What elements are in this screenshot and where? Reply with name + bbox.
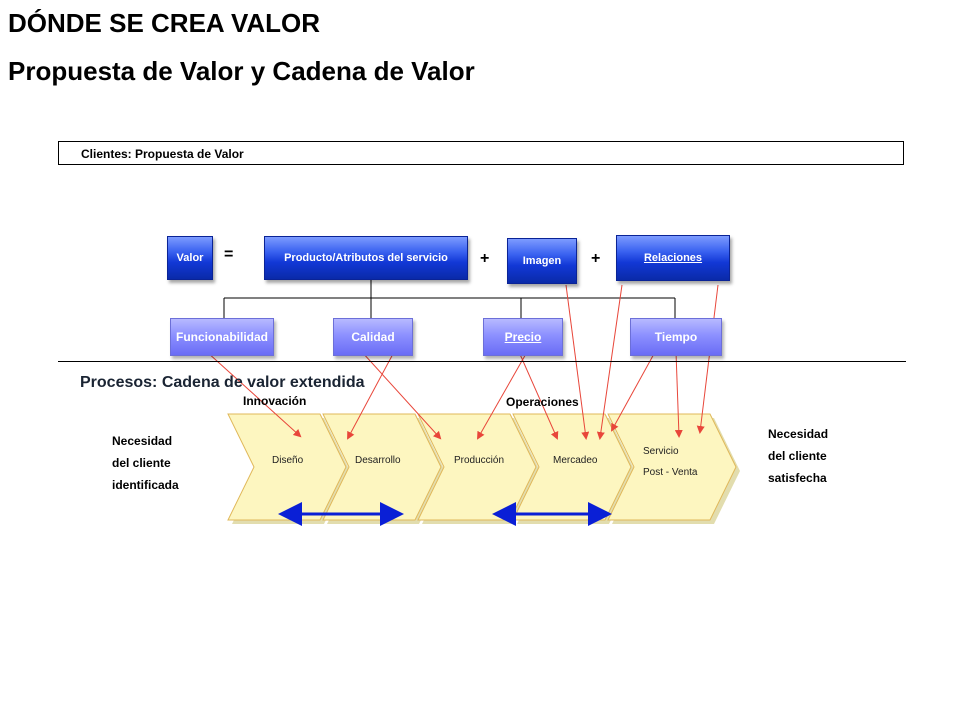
producto-box: Producto/Atributos del servicio [264,236,468,280]
attribute-tiempo: Tiempo [630,318,722,356]
chevron-diseno [227,413,347,521]
chevron-desarrollo [322,413,442,521]
page-title: DÓNDE SE CREA VALOR [8,8,321,38]
producto-label: Producto/Atributos del servicio [284,252,448,264]
imagen-label: Imagen [522,255,562,267]
phase-operaciones: Operaciones [506,395,579,409]
chevron-servicio [607,413,737,521]
attribute-label: Tiempo [654,330,698,344]
attribute-calidad: Calidad [333,318,413,356]
chain-servicio-label-1: Servicio [643,446,679,457]
red-arrows [206,284,719,440]
imagen-box: Imagen [507,238,577,284]
chain-mercadeo-label: Mercadeo [553,455,598,466]
customers-frame: Clientes: Propuesta de Valor [58,141,904,165]
need-satisfied-line: del cliente [768,449,827,463]
need-satisfied-text: Necesidad del cliente satisfecha [768,423,828,489]
attribute-precio: Precio [483,318,563,356]
need-identified-text: Necesidad del cliente identificada [112,430,179,496]
plus-sign-1: + [480,250,490,267]
chevrons [227,413,737,521]
attribute-label: Calidad [351,330,395,344]
chain-diseno-label: Diseño [272,455,304,466]
valor-label: Valor [176,252,204,264]
need-satisfied-line: Necesidad [768,427,829,441]
need-identified-line: Necesidad [112,434,173,448]
divider-line [58,361,906,362]
need-identified-line: del cliente [112,456,171,470]
plus-sign-2: + [591,250,601,267]
valor-box: Valor [167,236,213,280]
attribute-label: Precio [504,330,542,344]
chain-produccion-label: Producción [454,455,505,466]
attribute-tree-connector [223,280,676,318]
chain-desarrollo-label: Desarrollo [355,455,401,466]
attribute-funcionabilidad: Funcionabilidad [170,318,274,356]
chain-servicio-label-2: Post - Venta [643,467,698,478]
relaciones-label: Relaciones [643,252,703,264]
need-identified-line: identificada [112,478,179,492]
processes-label: Procesos: Cadena de valor extendida [80,374,365,391]
page-subtitle: Propuesta de Valor y Cadena de Valor [8,56,475,86]
relaciones-box: Relaciones [616,235,730,281]
phase-innovacion: Innovación [243,394,307,408]
customers-label: Clientes: Propuesta de Valor [81,147,244,161]
need-satisfied-line: satisfecha [768,471,827,485]
equals-sign: = [224,246,234,263]
attribute-label: Funcionabilidad [176,330,268,344]
